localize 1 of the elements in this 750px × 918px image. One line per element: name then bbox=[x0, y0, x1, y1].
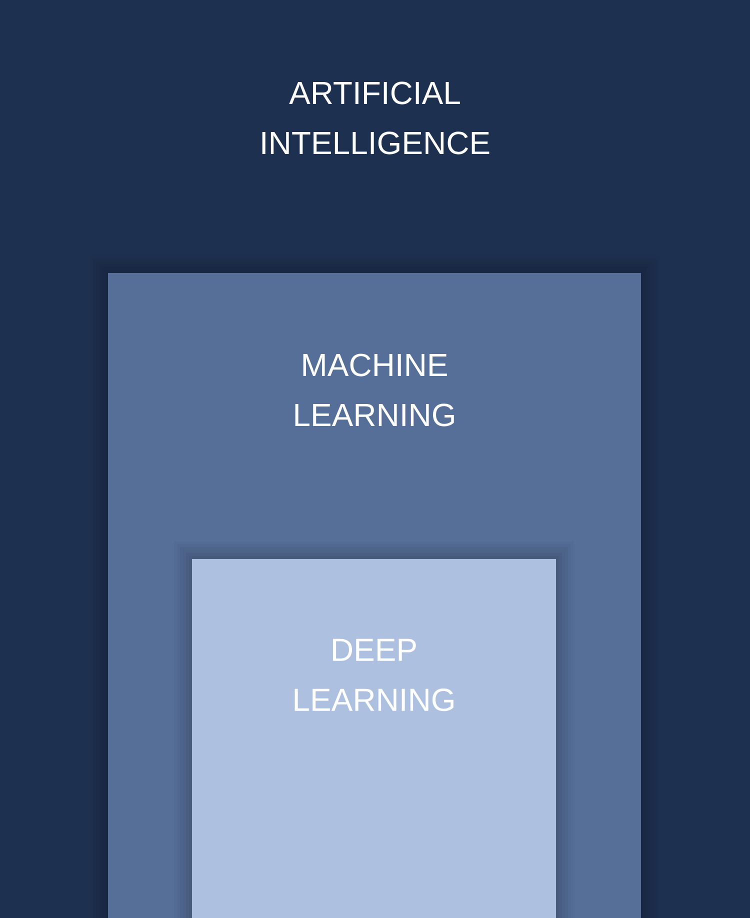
nested-box: DEEP LEARNING bbox=[174, 541, 574, 918]
